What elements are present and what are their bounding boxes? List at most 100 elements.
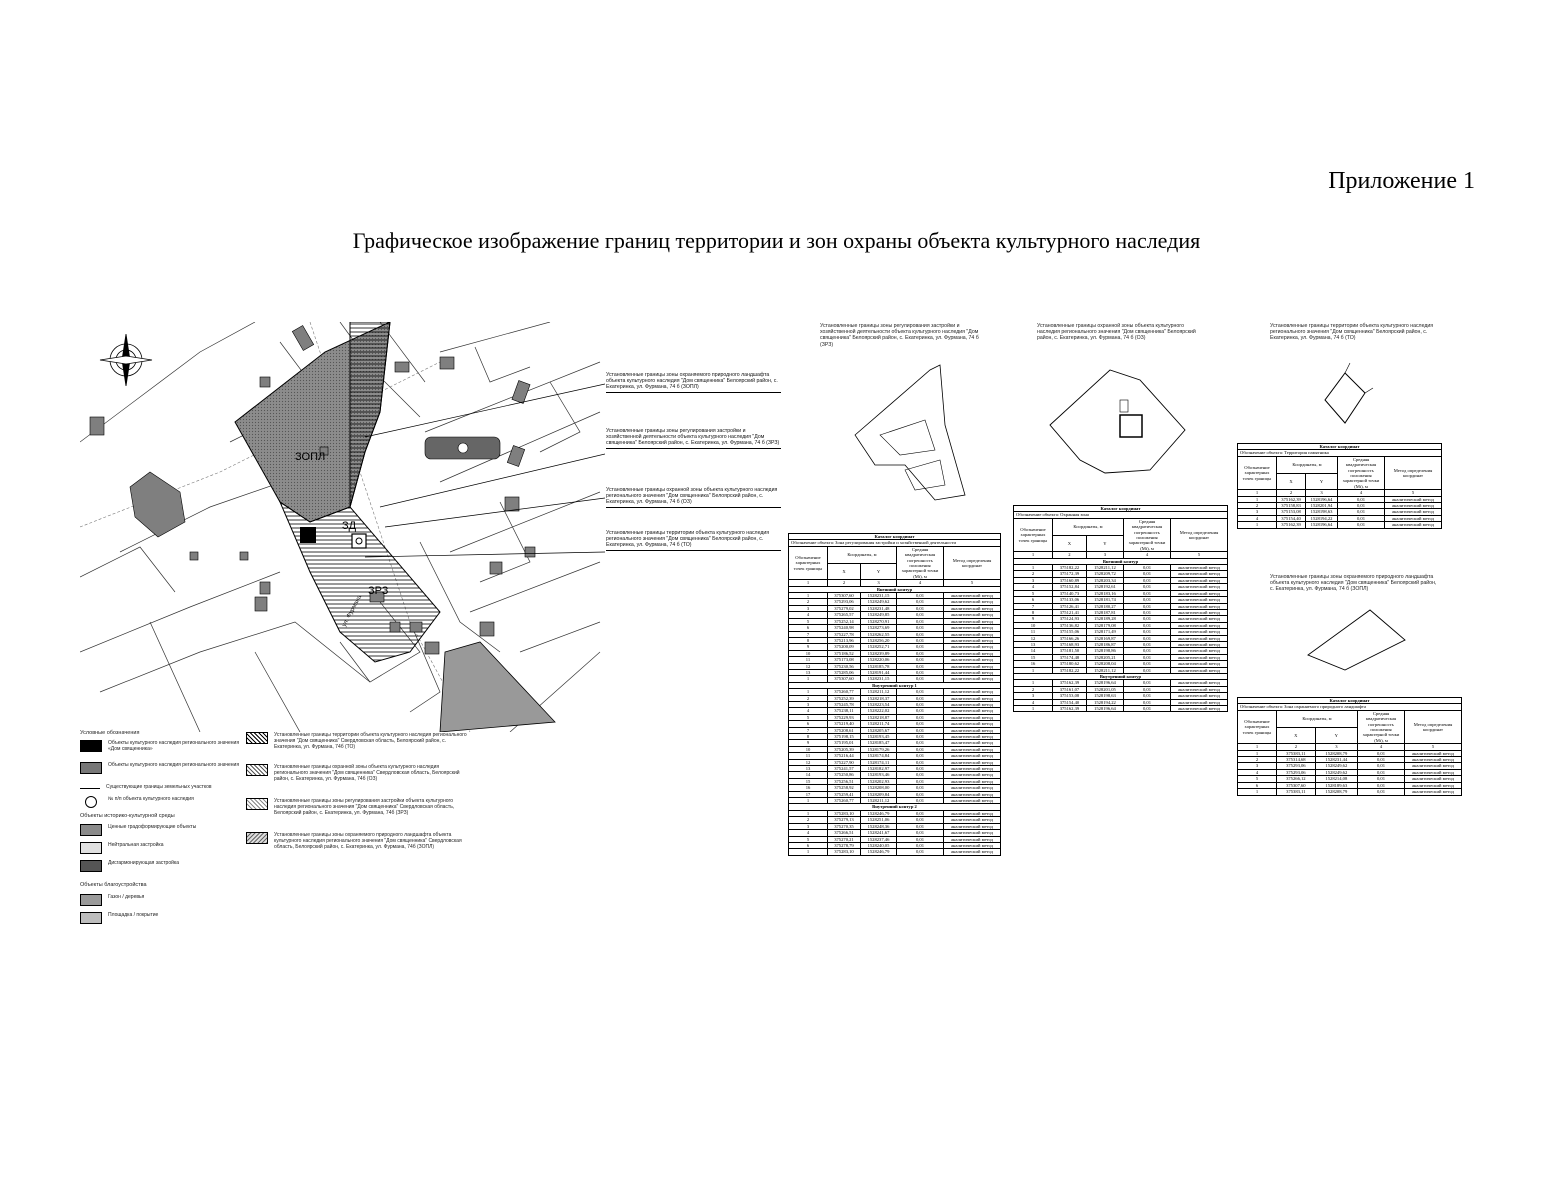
value-cell: 1528193,45: [859, 732, 898, 741]
document-title: Графическое изображение границ территори…: [352, 228, 1201, 253]
value-cell: 1528192,61: [1085, 583, 1125, 591]
value-cell: 1528241,67: [859, 829, 898, 837]
method-cell: аналитический метод: [1170, 621, 1228, 630]
zone-zrz-label: ЗРЗ: [368, 585, 389, 597]
value-cell: 17: [788, 790, 828, 799]
value-cell: 1528262,55: [859, 630, 898, 638]
method-cell: аналитический метод: [1170, 685, 1228, 694]
value-cell: 1: [1013, 564, 1053, 572]
method-cell: аналитический метод: [943, 688, 1001, 696]
legend-swatch: [80, 788, 100, 789]
value-cell: 375283,10: [827, 848, 861, 856]
column-subheader: Y: [859, 562, 898, 581]
legend-swatch: [80, 860, 102, 872]
value-cell: 3: [1237, 762, 1277, 770]
zrz-panel-title: Установленные границы зоны регулирования…: [820, 323, 979, 348]
method-cell: аналитический метод: [1170, 589, 1228, 598]
zopl-panel-title: Установленные границы зоны охраняемого п…: [1270, 574, 1437, 593]
value-cell: 14: [1013, 647, 1053, 655]
method-cell: аналитический метод: [943, 649, 1001, 658]
method-cell: аналитический метод: [943, 624, 1001, 632]
value-cell: 3: [788, 700, 828, 709]
value-cell: 1528249,85: [859, 611, 898, 619]
column-subheader: X: [1275, 472, 1307, 491]
value-cell: 7: [788, 726, 828, 735]
value-cell: 1528181,74: [1085, 596, 1125, 604]
legend-heading: Условные обозначения: [80, 730, 140, 736]
method-cell: аналитический метод: [943, 656, 1001, 664]
legend-zone-item: Установленные границы зоны охраняемого п…: [246, 832, 474, 850]
value-cell: 1528270,91: [859, 617, 898, 626]
value-cell: 1528194,22: [1085, 698, 1125, 707]
value-cell: 1528249,62: [1314, 768, 1359, 777]
value-cell: 375153,08: [1275, 508, 1307, 516]
column-number: 2: [1275, 489, 1307, 497]
column-number: 5: [1170, 551, 1228, 559]
method-cell: аналитический метод: [1404, 788, 1462, 796]
value-cell: 6: [788, 624, 828, 632]
value-cell: 1528211,12: [859, 797, 898, 805]
legend-swatch: [80, 740, 102, 752]
method-cell: аналитический метод: [943, 726, 1001, 735]
value-cell: 1528231,15: [859, 675, 898, 683]
value-cell: 10: [1013, 621, 1053, 630]
method-cell: аналитический метод: [943, 675, 1001, 683]
column-header: Средняя квадратическая погрешность полож…: [896, 545, 944, 581]
callout-zopl: Установленные границы зоны охраняемого п…: [606, 372, 781, 393]
value-cell: 1528214,08: [1314, 775, 1359, 783]
value-cell: 1528196,64: [1085, 704, 1125, 713]
method-cell: аналитический метод: [943, 841, 1001, 850]
method-cell: аналитический метод: [943, 700, 1001, 709]
column-subheader: Y: [1305, 472, 1338, 491]
value-cell: 1528209,72: [1085, 570, 1125, 578]
table-subtitle: Обозначение объекта: Зона регулирования …: [788, 539, 1001, 547]
method-cell: аналитический метод: [1384, 521, 1442, 529]
table-subtitle: Обозначение объекта: Зона охраняемого пр…: [1237, 703, 1462, 711]
value-cell: 0,01: [1357, 788, 1405, 796]
method-cell: аналитический метод: [1170, 698, 1228, 707]
value-cell: 11: [1013, 628, 1053, 636]
method-cell: аналитический метод: [943, 732, 1001, 741]
value-cell: 1528180,27: [1085, 602, 1125, 610]
value-cell: 6: [788, 720, 828, 728]
value-cell: 1528249,62: [1314, 762, 1359, 770]
value-cell: 8: [1013, 608, 1053, 617]
value-cell: 1528185,47: [859, 739, 898, 747]
value-cell: 1528240,05: [859, 841, 898, 850]
column-number: 5: [1404, 743, 1462, 751]
value-cell: 1528196,64: [1085, 679, 1125, 687]
column-number: 3: [859, 579, 898, 587]
method-cell: аналитический метод: [943, 617, 1001, 626]
value-cell: 9: [788, 739, 828, 747]
value-cell: 6: [1013, 596, 1053, 604]
value-cell: 16: [1013, 660, 1053, 668]
legend-swatch: [80, 894, 102, 906]
map-legend: Условные обозначения Объекты культурного…: [80, 730, 550, 930]
method-cell: аналитический метод: [943, 797, 1001, 805]
value-cell: 4: [1013, 583, 1053, 591]
method-cell: аналитический метод: [943, 752, 1001, 760]
value-cell: 16: [788, 784, 828, 792]
method-cell: аналитический метод: [1404, 781, 1462, 790]
zrz-scheme: [854, 364, 966, 501]
